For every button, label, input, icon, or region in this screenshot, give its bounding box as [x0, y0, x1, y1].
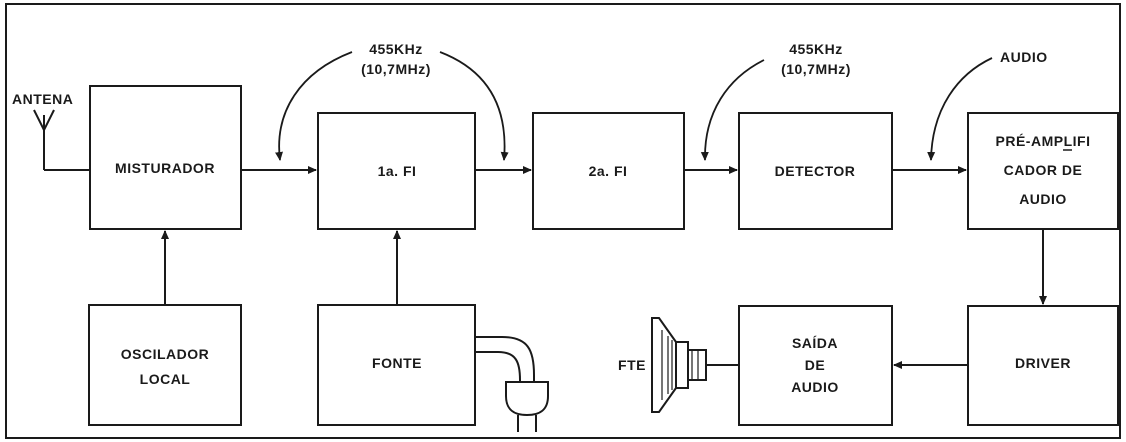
block-driver: DRIVER [968, 306, 1118, 425]
block-pre-amplificador: PRÉ-AMPLIFI CADOR DE AUDIO [968, 113, 1118, 229]
block-saida-label-1: SAÍDA [792, 335, 838, 351]
block-1a-fi: 1a. FI [318, 113, 475, 229]
freq-label-2-top: 455KHz [789, 41, 843, 57]
block-pre-amp-label-2: CADOR DE [1004, 162, 1083, 178]
block-detector-label: DETECTOR [775, 163, 856, 179]
block-saida-label-2: DE [805, 357, 825, 373]
block-misturador-label: MISTURADOR [115, 160, 215, 176]
fte-label: FTE [618, 357, 646, 373]
block-fonte: FONTE [318, 305, 475, 425]
block-oscilador-local: OSCILADOR LOCAL [89, 305, 241, 425]
block-saida-de-audio: SAÍDA DE AUDIO [739, 306, 892, 425]
freq-label-2-bottom: (10,7MHz) [781, 61, 851, 77]
block-1a-fi-label: 1a. FI [378, 163, 417, 179]
antenna-icon [34, 110, 90, 170]
block-oscilador-label-2: LOCAL [140, 371, 191, 387]
block-misturador: MISTURADOR [90, 86, 241, 229]
power-plug-icon [475, 337, 548, 432]
block-2a-fi-label: 2a. FI [589, 163, 628, 179]
block-pre-amp-label-3: AUDIO [1019, 191, 1067, 207]
loudspeaker-icon [652, 318, 706, 412]
audio-label: AUDIO [1000, 49, 1048, 65]
antena-label: ANTENA [12, 91, 73, 107]
block-2a-fi: 2a. FI [533, 113, 684, 229]
block-oscilador-label-1: OSCILADOR [121, 346, 210, 362]
block-pre-amp-label-1: PRÉ-AMPLIFI [996, 133, 1091, 149]
freq-label-1-bottom: (10,7MHz) [361, 61, 431, 77]
block-saida-label-3: AUDIO [791, 379, 839, 395]
block-fonte-label: FONTE [372, 355, 422, 371]
freq-label-1-top: 455KHz [369, 41, 423, 57]
block-detector: DETECTOR [739, 113, 892, 229]
block-driver-label: DRIVER [1015, 355, 1071, 371]
